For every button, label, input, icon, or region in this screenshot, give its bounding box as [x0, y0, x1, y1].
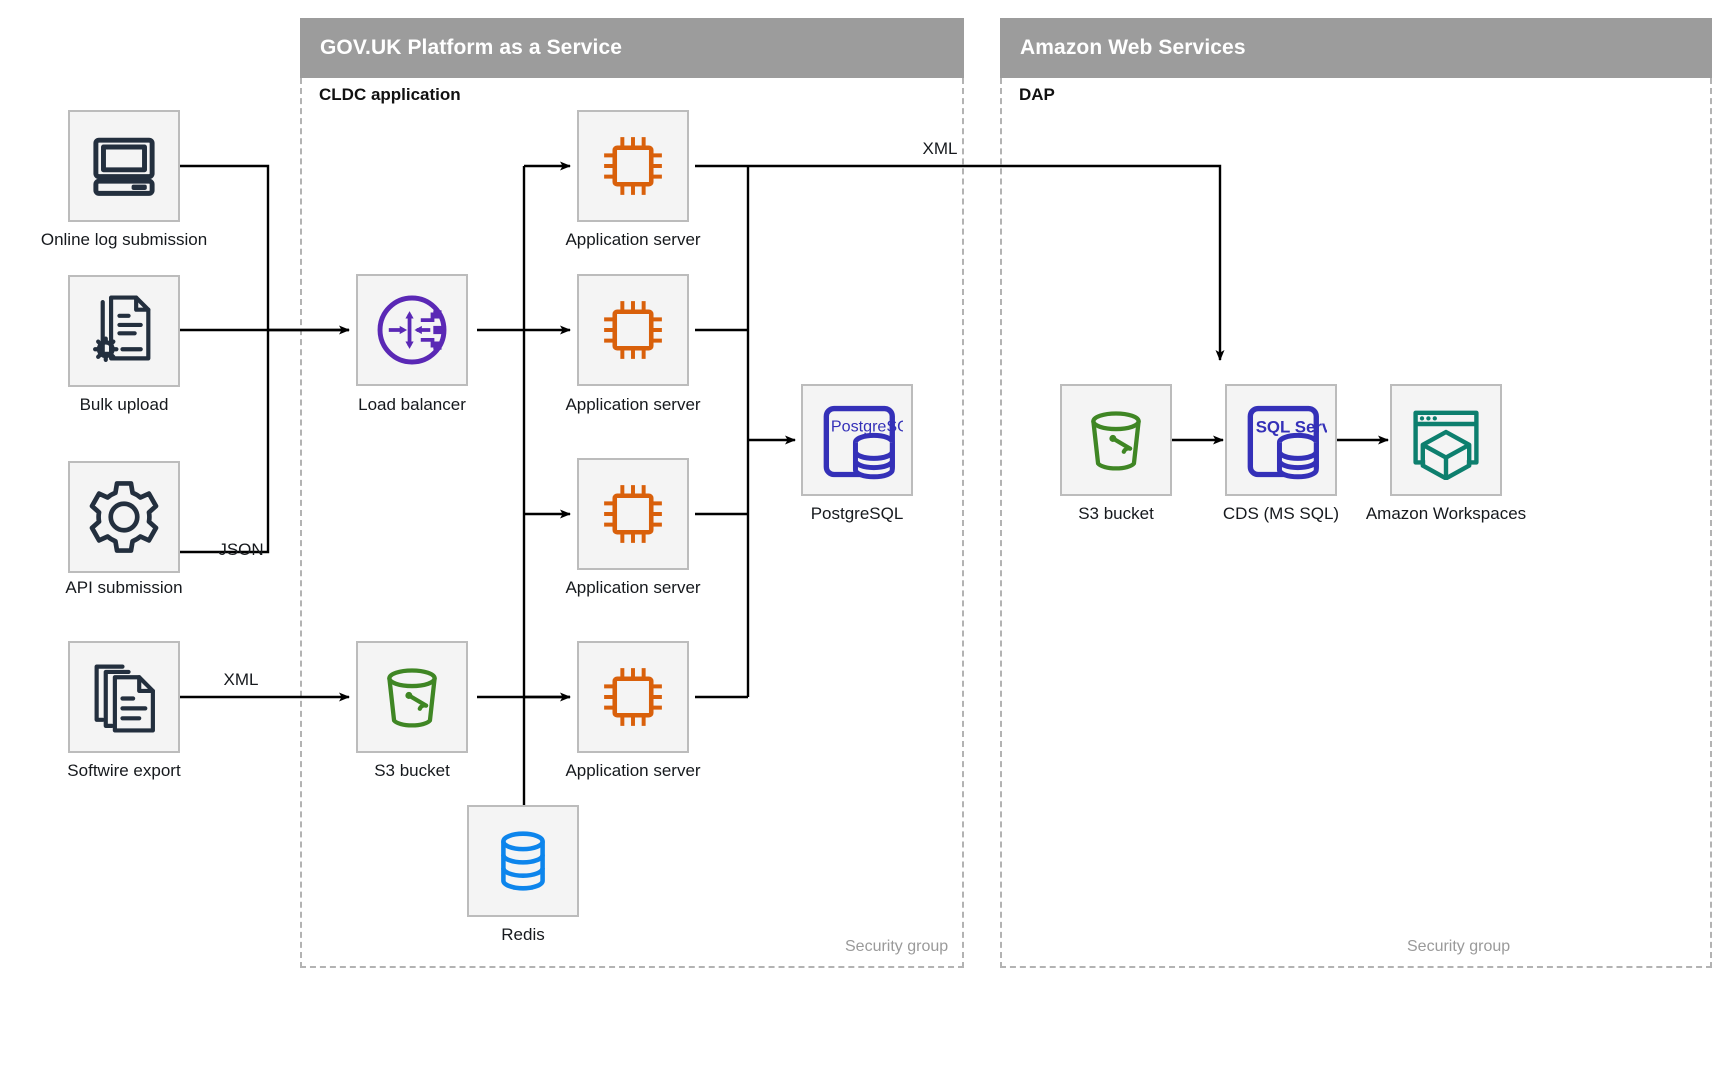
node-label-redis: Redis: [501, 925, 545, 944]
node-label-app-server-2: Application server: [565, 395, 701, 414]
load-balancer-icon: [377, 295, 447, 365]
cpu-chip-icon: [604, 668, 662, 726]
node-box-postgresql[interactable]: PostgreSQL: [801, 384, 913, 496]
node-box-app-server-3[interactable]: [577, 458, 689, 570]
documents-gear-icon: [93, 295, 151, 362]
node-label-api-submission: API submission: [65, 578, 183, 597]
group-boundary-aws: [1000, 78, 1712, 968]
node-box-online-log-submission[interactable]: [68, 110, 180, 222]
node-box-app-server-2[interactable]: [577, 274, 689, 386]
sql-server-icon: SQL Server: [1247, 405, 1327, 480]
node-box-bulk-upload[interactable]: [68, 275, 180, 387]
node-label-app-server-1: Application server: [565, 230, 701, 249]
edge-label-xml-transfer: XML: [922, 139, 958, 158]
node-box-amazon-workspaces[interactable]: [1390, 384, 1502, 496]
node-label-amazon-workspaces: Amazon Workspaces: [1365, 504, 1527, 523]
group-inner-label-dap: DAP: [1019, 85, 1055, 104]
node-box-app-server-1[interactable]: [577, 110, 689, 222]
node-box-s3-bucket-paas[interactable]: [356, 641, 468, 753]
s3-bucket-icon: [387, 668, 437, 728]
database-cylinder-icon: [501, 831, 545, 891]
node-box-load-balancer[interactable]: [356, 274, 468, 386]
cpu-chip-icon: [604, 485, 662, 543]
sql-server-badge-text: SQL Server: [1256, 417, 1327, 436]
document-stack-icon: [94, 664, 155, 733]
node-label-load-balancer: Load balancer: [358, 395, 466, 414]
edge-label-json: JSON: [218, 540, 264, 559]
s3-bucket-icon: [1091, 411, 1141, 471]
node-label-softwire-export: Softwire export: [67, 761, 181, 780]
node-box-redis[interactable]: [467, 805, 579, 917]
node-box-cds-ms-sql[interactable]: SQL Server: [1225, 384, 1337, 496]
node-label-app-server-4: Application server: [565, 761, 701, 780]
node-box-app-server-4[interactable]: [577, 641, 689, 753]
cpu-chip-icon: [604, 137, 662, 195]
group-inner-label-cldc: CLDC application: [319, 85, 461, 104]
group-boundary-paas: [300, 78, 964, 968]
security-group-label-paas: Security group: [845, 938, 949, 955]
node-box-api-submission[interactable]: [68, 461, 180, 573]
node-label-s3-bucket-aws: S3 bucket: [1078, 504, 1154, 523]
group-header-aws: Amazon Web Services: [1000, 18, 1712, 78]
cpu-chip-icon: [604, 301, 662, 359]
node-box-s3-bucket-aws[interactable]: [1060, 384, 1172, 496]
node-label-app-server-3: Application server: [565, 578, 701, 597]
node-label-bulk-upload: Bulk upload: [79, 395, 169, 414]
postgresql-badge-text: PostgreSQL: [831, 418, 903, 436]
desktop-computer-icon: [93, 137, 155, 196]
node-label-online-log-submission: Online log submission: [40, 230, 208, 249]
security-group-label-aws: Security group: [1407, 938, 1511, 955]
workspaces-icon: [1413, 410, 1479, 480]
node-label-cds-ms-sql: CDS (MS SQL): [1222, 504, 1340, 523]
group-header-paas: GOV.UK Platform as a Service: [300, 18, 964, 78]
node-box-softwire-export[interactable]: [68, 641, 180, 753]
gear-icon: [89, 481, 159, 553]
node-label-s3-bucket-paas: S3 bucket: [374, 761, 450, 780]
postgresql-icon: PostgreSQL: [823, 405, 903, 480]
node-label-postgresql: PostgreSQL: [810, 504, 904, 523]
edge-label-xml-source: XML: [223, 670, 259, 689]
